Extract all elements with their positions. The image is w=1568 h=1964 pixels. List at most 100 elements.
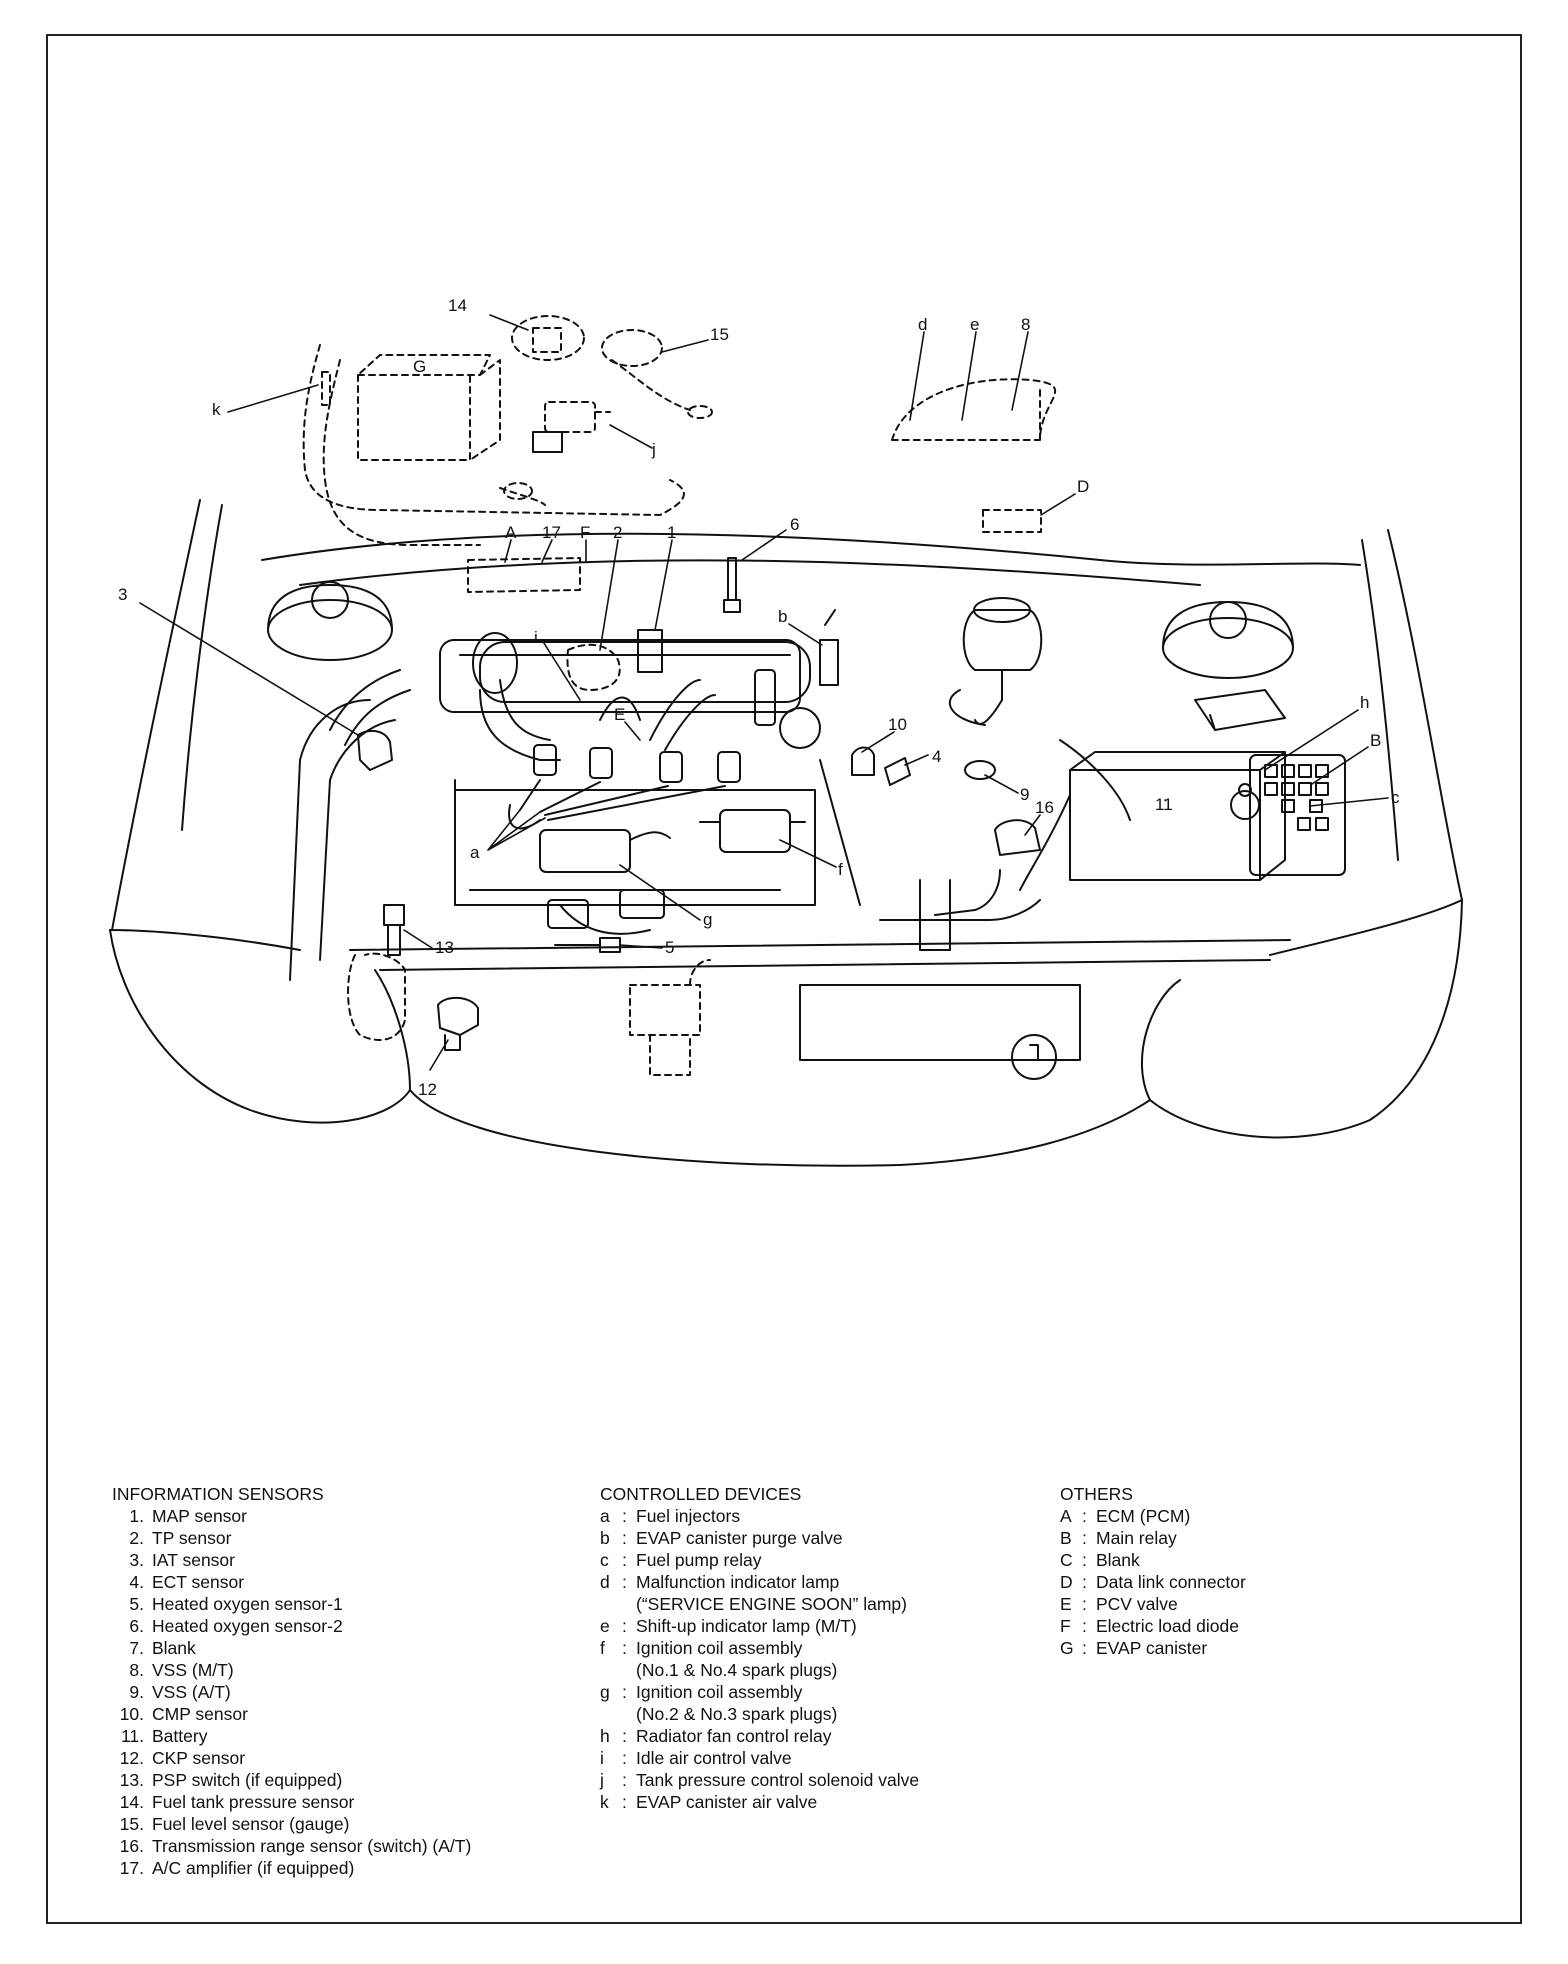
callout-16: 16 xyxy=(1035,798,1054,817)
callout-3: 3 xyxy=(118,585,127,604)
callout-1: 1 xyxy=(667,523,676,542)
callout-17: 17 xyxy=(542,523,561,542)
legend-item: C:Blank xyxy=(1060,1549,1246,1571)
legend-separator: : xyxy=(622,1550,627,1570)
legend-text: CMP sensor xyxy=(152,1704,248,1724)
master-cylinder xyxy=(948,689,986,726)
legend-text: Ignition coil assembly xyxy=(636,1682,803,1702)
legend-key: j xyxy=(600,1770,604,1790)
callout-A: A xyxy=(505,523,517,542)
legend-item: 1.MAP sensor xyxy=(112,1505,471,1527)
legend-text: Electric load diode xyxy=(1096,1616,1239,1636)
callout-4: 4 xyxy=(932,747,941,766)
leader-3 xyxy=(139,602,359,736)
leader-14 xyxy=(489,314,529,331)
legend-text: Fuel tank pressure sensor xyxy=(152,1792,355,1812)
legend-separator: : xyxy=(622,1726,627,1746)
radiator-hose xyxy=(1059,739,1131,821)
ecm-hose xyxy=(499,487,546,506)
legend-item: 13.PSP switch (if equipped) xyxy=(112,1769,471,1791)
legend-text: Shift-up indicator lamp (M/T) xyxy=(636,1616,857,1636)
callout-15: 15 xyxy=(710,325,729,344)
callout-8: 8 xyxy=(1021,315,1030,334)
battery-area xyxy=(948,597,1346,881)
legend-item: 9.VSS (A/T) xyxy=(112,1681,471,1703)
legend-item: 11.Battery xyxy=(112,1725,471,1747)
callout-B: B xyxy=(1370,731,1381,750)
legend-item-continuation: (No.1 & No.4 spark plugs) xyxy=(636,1660,838,1680)
legend-text: Malfunction indicator lamp xyxy=(636,1572,840,1592)
canister-hose-loop xyxy=(302,344,685,516)
legend-text: CKP sensor xyxy=(152,1748,246,1768)
left-strut-tower xyxy=(267,599,393,661)
legend-text: EVAP canister air valve xyxy=(636,1792,818,1812)
ho2s-1 xyxy=(554,937,621,953)
leader-e xyxy=(961,331,977,421)
iat-sensor xyxy=(357,729,393,771)
leader-6 xyxy=(741,529,787,561)
legend-item: 5.Heated oxygen sensor-1 xyxy=(112,1593,471,1615)
leader-16 xyxy=(1024,814,1041,836)
callout-10: 10 xyxy=(888,715,907,734)
legend-text: VSS (A/T) xyxy=(152,1682,231,1702)
psp-bracket xyxy=(347,952,406,1041)
legend-key: f xyxy=(600,1638,605,1658)
legend-key: 15. xyxy=(119,1814,144,1834)
leader-9 xyxy=(984,774,1019,794)
intake-pipe xyxy=(344,689,411,746)
relay-box xyxy=(1249,754,1346,876)
front-bumper-line xyxy=(409,1089,1151,1167)
leader-2 xyxy=(599,539,619,651)
leader-15 xyxy=(661,339,709,353)
legend-text: Transmission range sensor (switch) (A/T) xyxy=(152,1836,472,1856)
legend-item: 6.Heated oxygen sensor-2 xyxy=(112,1615,471,1637)
callout-9: 9 xyxy=(1020,785,1029,804)
legend-heading: CONTROLLED DEVICES xyxy=(600,1484,802,1504)
legend-separator: : xyxy=(622,1748,627,1768)
leader-c xyxy=(1309,797,1389,807)
callout-D: D xyxy=(1077,477,1089,496)
legend-item: a:Fuel injectors xyxy=(600,1505,919,1527)
legend-item: 15.Fuel level sensor (gauge) xyxy=(112,1813,471,1835)
callout-k: k xyxy=(212,400,221,419)
leader-j xyxy=(609,424,653,449)
legend-key: 5. xyxy=(129,1594,144,1614)
legend-key: g xyxy=(600,1682,610,1702)
legend-separator: : xyxy=(1082,1594,1087,1614)
legend-item: c:Fuel pump relay xyxy=(600,1549,919,1571)
injector-row xyxy=(508,744,741,830)
legend-text: MAP sensor xyxy=(152,1506,247,1526)
fuel-level-sensor xyxy=(601,329,663,367)
hood-front-line xyxy=(261,532,1361,566)
fuse-box-cover xyxy=(1194,689,1286,731)
legend-key: i xyxy=(600,1748,604,1768)
right-strut-tower xyxy=(1162,617,1294,679)
leader-i xyxy=(541,639,581,701)
legend-key: 3. xyxy=(129,1550,144,1570)
fuel-tank-pressure-sensor xyxy=(511,315,585,361)
legend-key: 4. xyxy=(129,1572,144,1592)
callout-d: d xyxy=(918,315,927,334)
ho2s-2 xyxy=(723,557,741,613)
legend-item: d: Malfunction indicator lamp xyxy=(600,1571,919,1593)
legend-text: Radiator fan control relay xyxy=(636,1726,832,1746)
ecm-outline xyxy=(467,557,581,593)
legend-text: EVAP canister purge valve xyxy=(636,1528,843,1548)
legend-separator: : xyxy=(622,1572,627,1592)
legend-key: 7. xyxy=(129,1638,144,1658)
evap-air-valve xyxy=(321,371,331,406)
legend-key: 12. xyxy=(119,1748,144,1768)
tank-pressure-solenoid xyxy=(544,401,596,433)
legend-separator: : xyxy=(1082,1638,1087,1658)
legend-item: e:Shift-up indicator lamp (M/T) xyxy=(600,1615,919,1637)
legend-text: Blank xyxy=(1096,1550,1140,1570)
legend-item: 12. CKP sensor xyxy=(112,1747,471,1769)
legend-separator: : xyxy=(1082,1528,1087,1548)
radiator-cap-detail xyxy=(1029,1044,1039,1061)
legend-key: d xyxy=(600,1572,610,1592)
callout-b: b xyxy=(778,607,787,626)
callout-j: j xyxy=(651,440,656,459)
battery xyxy=(1069,769,1261,881)
